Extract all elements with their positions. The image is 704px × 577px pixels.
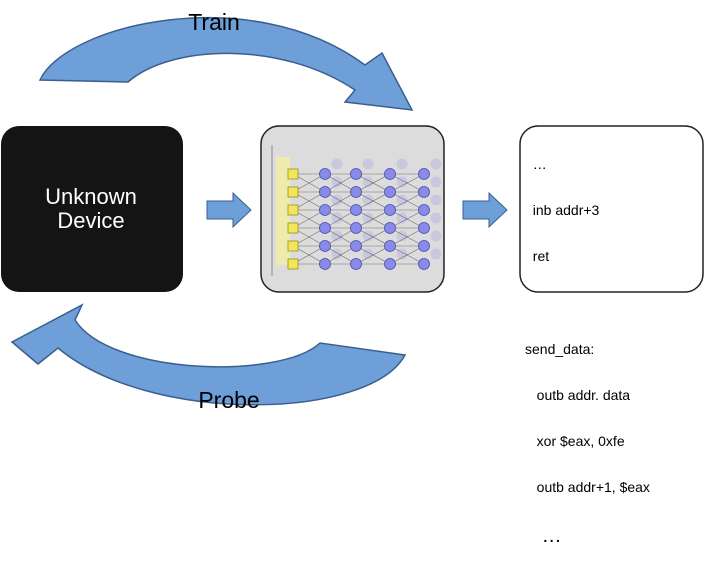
train-label: Train — [188, 9, 240, 35]
hidden-node — [319, 204, 331, 216]
ghost-node — [362, 194, 374, 206]
hidden-node — [384, 222, 396, 234]
input-node — [287, 258, 299, 270]
ghost-node — [430, 248, 442, 260]
hidden-node — [384, 204, 396, 216]
code-line: inb addr+3 — [525, 202, 600, 219]
hidden-node — [350, 186, 362, 198]
train-arrow — [38, 16, 414, 111]
device-label-line-2: Device — [57, 208, 124, 233]
hidden-node — [418, 186, 430, 198]
arrow-device-to-network — [206, 191, 252, 229]
ghost-node — [396, 248, 408, 260]
code-line: ret — [525, 248, 550, 265]
input-band — [276, 157, 290, 265]
ghost-node — [362, 248, 374, 260]
code-listing: … inb addr+3 ret send_data: outb addr. d… — [525, 126, 701, 547]
network-edge — [389, 209, 425, 229]
hidden-node — [319, 222, 331, 234]
network-edge — [355, 191, 391, 211]
hidden-node — [319, 258, 331, 270]
hidden-node — [418, 240, 430, 252]
device-label-line-1: Unknown — [45, 184, 137, 209]
input-node — [287, 168, 299, 180]
ghost-node — [331, 248, 343, 260]
network-edge — [324, 245, 357, 265]
probe-arrow — [10, 303, 407, 406]
unknown-device-box — [1, 126, 183, 292]
network-edge — [389, 173, 425, 193]
input-node — [287, 240, 299, 252]
code-line: … — [525, 525, 562, 548]
code-line: … — [525, 155, 547, 172]
network-edge — [324, 227, 357, 247]
diagram-canvas: Train Probe Unknown Device — [1, 9, 704, 413]
input-node — [287, 204, 299, 216]
network-edge — [355, 173, 391, 193]
hidden-node — [350, 168, 362, 180]
hidden-node — [350, 240, 362, 252]
network-edge — [389, 227, 425, 247]
ghost-node — [362, 158, 374, 170]
code-line: outb addr+1, $eax — [525, 479, 650, 496]
hidden-node — [350, 222, 362, 234]
hidden-node — [418, 168, 430, 180]
code-line: send_data: — [525, 340, 595, 357]
hidden-node — [319, 168, 331, 180]
code-line — [525, 295, 701, 310]
network-edge — [355, 209, 391, 229]
network-edge — [324, 173, 357, 193]
probe-label: Probe — [198, 387, 259, 413]
arrow-network-to-code — [462, 191, 508, 229]
ghost-node — [396, 176, 408, 188]
hidden-node — [418, 258, 430, 270]
ghost-node — [396, 194, 408, 206]
neural-network-graph — [271, 145, 442, 276]
hidden-node — [319, 186, 331, 198]
input-node — [287, 222, 299, 234]
hidden-node — [384, 240, 396, 252]
hidden-node — [418, 222, 430, 234]
code-line: outb addr. data — [525, 386, 631, 403]
network-edge — [389, 191, 425, 211]
ghost-node — [331, 212, 343, 224]
ghost-node — [331, 158, 343, 170]
diagram-stage: Train Probe Unknown Device … inb addr+3 … — [1, 9, 704, 547]
ghost-node — [331, 194, 343, 206]
hidden-node — [350, 204, 362, 216]
hidden-node — [418, 204, 430, 216]
ghost-node — [396, 212, 408, 224]
network-edge — [324, 191, 357, 211]
code-line: xor $eax, 0xfe — [525, 433, 625, 450]
network-edge — [324, 209, 357, 229]
ghost-node — [430, 176, 442, 188]
code-output-box — [519, 125, 704, 293]
ghost-node — [362, 176, 374, 188]
ghost-node — [396, 158, 408, 170]
hidden-node — [350, 258, 362, 270]
ghost-node — [430, 158, 442, 170]
ghost-node — [331, 176, 343, 188]
network-edge — [389, 245, 425, 265]
network-edge — [355, 227, 391, 247]
ghost-node — [362, 230, 374, 242]
hidden-node — [319, 240, 331, 252]
input-node — [287, 186, 299, 198]
hidden-node — [384, 186, 396, 198]
hidden-node — [384, 168, 396, 180]
ghost-node — [430, 194, 442, 206]
ghost-node — [331, 230, 343, 242]
ghost-node — [430, 212, 442, 224]
ghost-node — [362, 212, 374, 224]
ghost-node — [430, 230, 442, 242]
ghost-node — [396, 230, 408, 242]
network-edge — [355, 245, 391, 265]
hidden-node — [384, 258, 396, 270]
